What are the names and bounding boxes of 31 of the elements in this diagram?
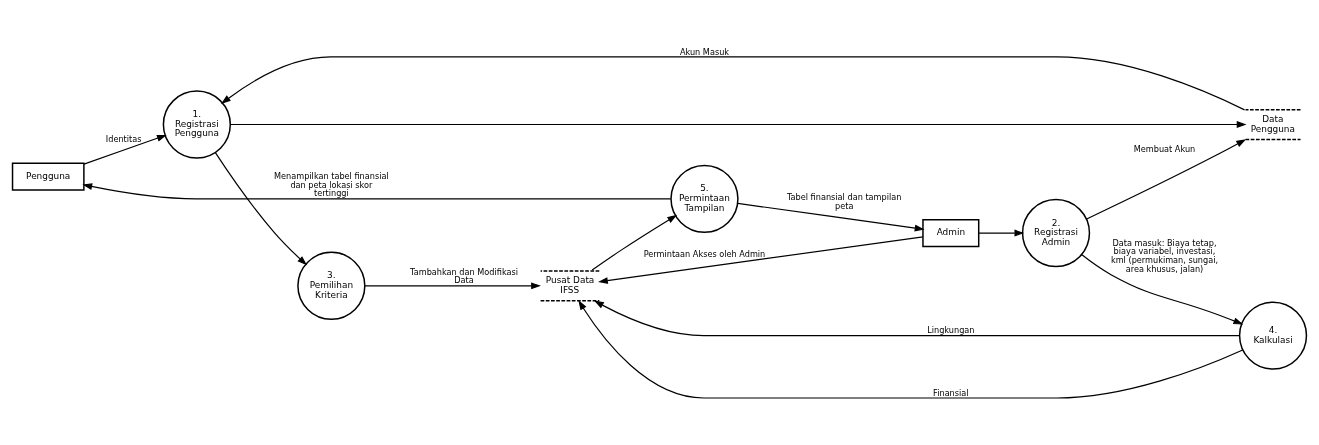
edge-label: Lingkungan bbox=[927, 324, 975, 335]
arrow bbox=[594, 300, 1240, 336]
node-box: Pengguna bbox=[11, 161, 85, 191]
edge-label: Identitas bbox=[105, 133, 142, 144]
arrow bbox=[1086, 138, 1247, 220]
arrow bbox=[214, 151, 307, 265]
edge-label: Tabel finansial dan tampilan peta bbox=[786, 191, 902, 211]
edge-label: Finansial bbox=[933, 387, 969, 398]
edge-label: Menampilkan tabel finansial dan peta lokasi skor tertinggi bbox=[274, 170, 389, 198]
arrow bbox=[737, 202, 925, 231]
node-circle: 4. Kalkulasi bbox=[1238, 300, 1308, 370]
arrow bbox=[591, 214, 678, 271]
arrow bbox=[978, 229, 1025, 236]
node-box: Admin bbox=[922, 218, 980, 247]
edge-label: Akun Masuk bbox=[679, 46, 730, 57]
arrow bbox=[221, 55, 1246, 110]
node-circle: 2. Registrasi Admin bbox=[1021, 198, 1091, 267]
arrow bbox=[82, 182, 672, 199]
arrow bbox=[598, 235, 924, 284]
arrow bbox=[1081, 253, 1244, 324]
arrow bbox=[229, 120, 1247, 128]
edge-label: Tambahkan dan Modifikasi Data bbox=[410, 266, 518, 285]
node-text: Data Pengguna bbox=[1250, 113, 1295, 134]
node-text: Pusat Data IFSS bbox=[545, 274, 595, 295]
edge-label: Data masuk: Biaya tetap, biaya variabel, investasi, kml (permukiman, sungai, area khusus, jalan) bbox=[1110, 237, 1219, 274]
edge-label: Permintaan Akses oleh Admin bbox=[643, 248, 766, 259]
edge-label: Membuat Akun bbox=[1133, 143, 1196, 154]
arrow bbox=[83, 134, 167, 165]
node-circle: 5. Permintaan Tampilan bbox=[670, 164, 739, 233]
arrow bbox=[364, 281, 541, 289]
arrow bbox=[578, 299, 1244, 399]
